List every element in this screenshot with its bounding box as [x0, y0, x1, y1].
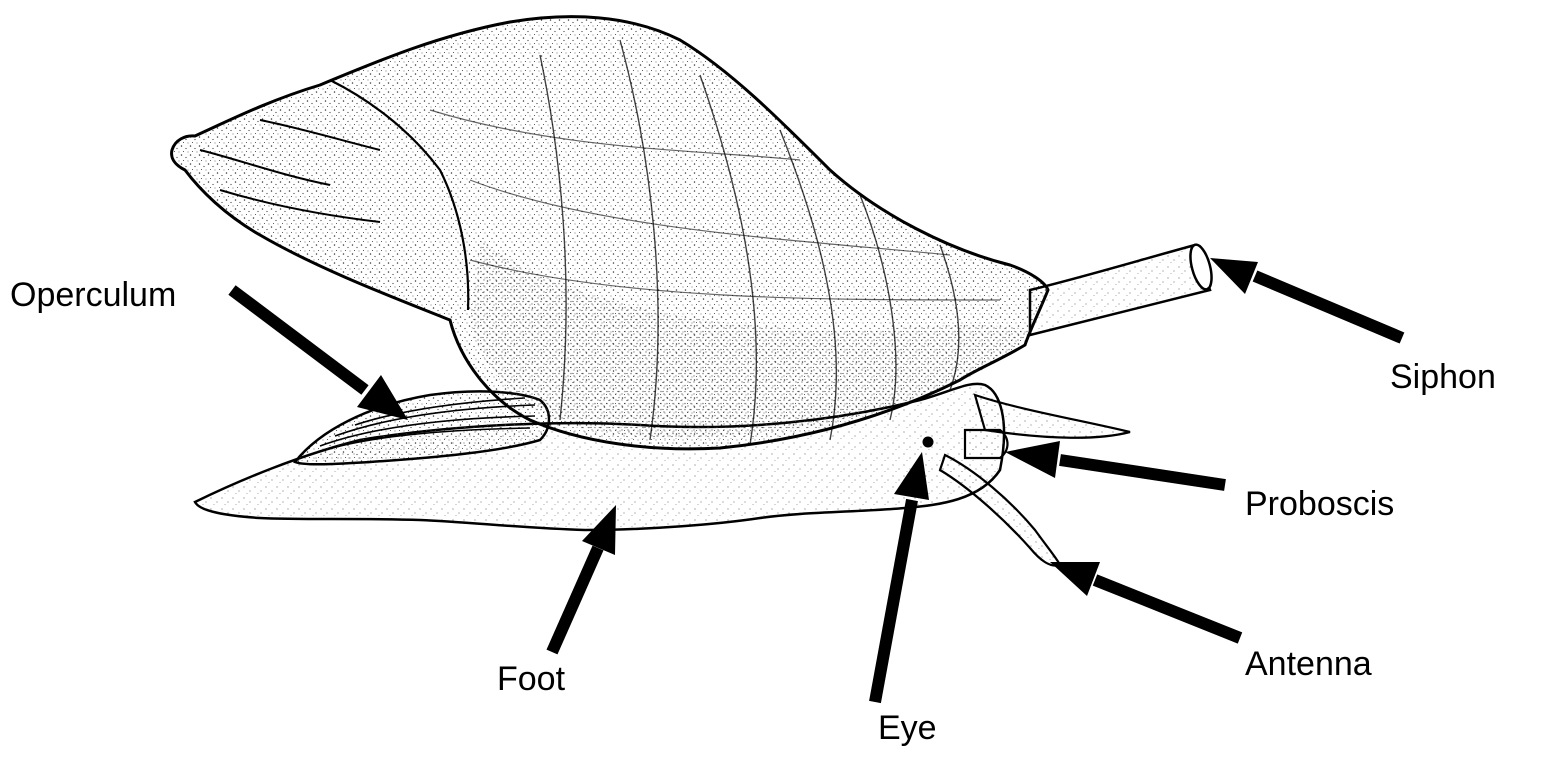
eye-dot — [923, 437, 934, 448]
shell-shape — [172, 17, 1048, 449]
operculum-arrow — [232, 290, 408, 420]
label-foot: Foot — [497, 662, 565, 696]
proboscis-shape — [965, 430, 1008, 458]
label-operculum: Operculum — [10, 278, 176, 312]
siphon-shape — [1030, 242, 1216, 335]
label-proboscis: Proboscis — [1245, 487, 1394, 521]
label-eye: Eye — [878, 711, 937, 745]
antenna-arrow — [1050, 562, 1240, 638]
label-antenna: Antenna — [1245, 647, 1372, 681]
label-siphon: Siphon — [1390, 360, 1496, 394]
proboscis-arrow — [1005, 441, 1225, 485]
siphon-arrow — [1210, 258, 1402, 338]
